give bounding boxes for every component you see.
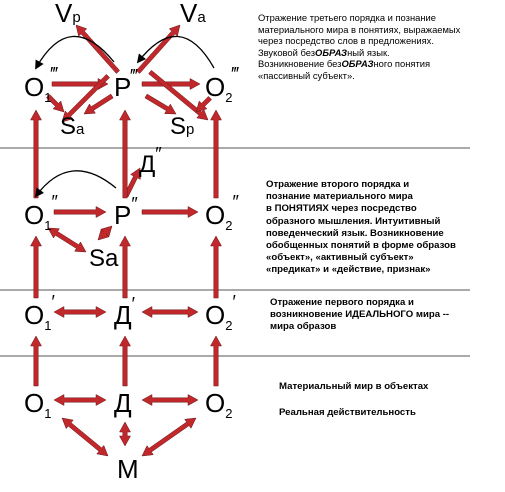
node-o1-level3: O1‴ <box>24 64 58 105</box>
desc-line: познание материального мира <box>266 191 413 203</box>
arrows <box>30 24 222 457</box>
desc-line: через посредство слов в предложениях. <box>258 35 434 46</box>
arrow-o2-up-level0 <box>210 335 222 387</box>
arrow-p-up-level2 <box>119 109 131 199</box>
desc-line: образного мышления. Интуитивный <box>266 215 441 227</box>
desc-line: Материальный мир в объектах <box>279 381 429 392</box>
arrow-p-sa-long <box>61 74 110 123</box>
curved-arrows <box>34 35 215 198</box>
curve-p-o2-level3 <box>136 35 215 69</box>
arrow-p-sp <box>144 93 177 115</box>
desc-line: Возникновение безОБРАЗного понятия <box>258 58 431 69</box>
node-o1-level2: O1″ <box>24 192 58 233</box>
arrow-m-d <box>119 421 131 447</box>
curve-o1-p-level3 <box>35 35 115 70</box>
node-d-level2: Д″ <box>139 144 162 178</box>
arrow-o1-sa <box>46 94 65 113</box>
node-p-level3: P‴ <box>114 66 138 102</box>
desc-line: обобщенных понятий в форме образов <box>266 240 456 252</box>
node-o2-level3: O2‴ <box>205 64 239 105</box>
arrow-o1-d-level0 <box>53 394 107 406</box>
description-level2: Отражение второго порядка и познание мат… <box>266 179 502 277</box>
arrow-p-o2-level3 <box>141 78 201 90</box>
desc-line: Отражение второго порядка и <box>266 179 410 190</box>
node-o2-level1: O2′ <box>205 292 236 333</box>
arrow-o1-d-level1 <box>53 306 107 318</box>
desc-line: поведенческий язык. Возникновение <box>266 227 444 239</box>
arrow-o1-sa-level2 <box>47 227 87 253</box>
desc-line: в ПОНЯТИЯХ через посредство <box>266 203 417 215</box>
node-m-level0: М <box>117 454 139 484</box>
arrow-d-up-level0 <box>119 335 131 387</box>
node-d-level1: Д′ <box>114 294 136 330</box>
node-o1-level1: O1′ <box>24 292 55 333</box>
arrow-p-va <box>136 24 181 74</box>
description-level3: Отражение третьего порядка и познание ма… <box>258 12 503 81</box>
curve-o1-p-level2 <box>34 170 117 198</box>
node-o2-level0: O2 <box>205 388 232 421</box>
node-o1-level0: O1 <box>24 388 51 421</box>
node-d-level0: Д <box>114 388 132 418</box>
arrow-d-o2-level0 <box>141 394 199 406</box>
node-sa-level2: Sa <box>89 245 119 272</box>
arrow-o1-up-level2 <box>30 109 42 199</box>
node-o2-level2: O2″ <box>205 192 239 233</box>
node-vp: Vp <box>55 0 81 28</box>
desc-line: Реальная действительность <box>279 407 416 418</box>
node-sp-level3: Sp <box>170 113 194 140</box>
arrow-o1-up-level1 <box>30 235 42 299</box>
level-dividers <box>0 147 470 357</box>
desc-line: мира образов <box>270 321 337 333</box>
arrow-p-sa-level2 <box>97 225 113 241</box>
desc-line: «пассивный субъект». <box>258 69 355 81</box>
arrow-p-vp <box>75 24 120 74</box>
arrow-m-o1 <box>61 417 109 457</box>
arrow-d-up-level1 <box>119 235 131 299</box>
arrow-o2-up-level1 <box>210 235 222 299</box>
arrow-o2-sp <box>195 96 212 113</box>
arrow-o1-p-level2 <box>53 206 107 218</box>
desc-line: возникновение ИДЕАЛЬНОГО мира -- <box>270 309 450 321</box>
arrow-p-sa <box>83 93 114 115</box>
arrow-o1-up-level0 <box>30 335 42 387</box>
description-level0: Материальный мир в объектах Реальная дей… <box>279 381 499 419</box>
description-level1: Отражение первого порядка и возникновени… <box>270 297 502 334</box>
node-sa-level3: Sa <box>60 113 85 140</box>
arrow-o2-up-level2 <box>210 109 222 199</box>
desc-line: Отражение третьего порядка и познание <box>258 12 436 23</box>
desc-line: «объект», «активный субъект» <box>266 252 414 264</box>
node-va: Va <box>180 0 206 28</box>
desc-line: материального мира в понятиях, выражаемы… <box>258 23 461 35</box>
arrow-p-sp-long <box>148 69 209 121</box>
arrow-d-o2-level1 <box>141 306 199 318</box>
desc-line: «предикат» и «действие, признак» <box>266 264 431 276</box>
desc-line: Звуковой безОБРАЗный язык. <box>258 46 390 58</box>
node-p-level2: P″ <box>114 194 138 230</box>
arrow-m-o2 <box>141 417 197 457</box>
arrow-p-o2-level2 <box>141 206 199 218</box>
desc-line: Отражение первого порядка и <box>270 297 414 308</box>
